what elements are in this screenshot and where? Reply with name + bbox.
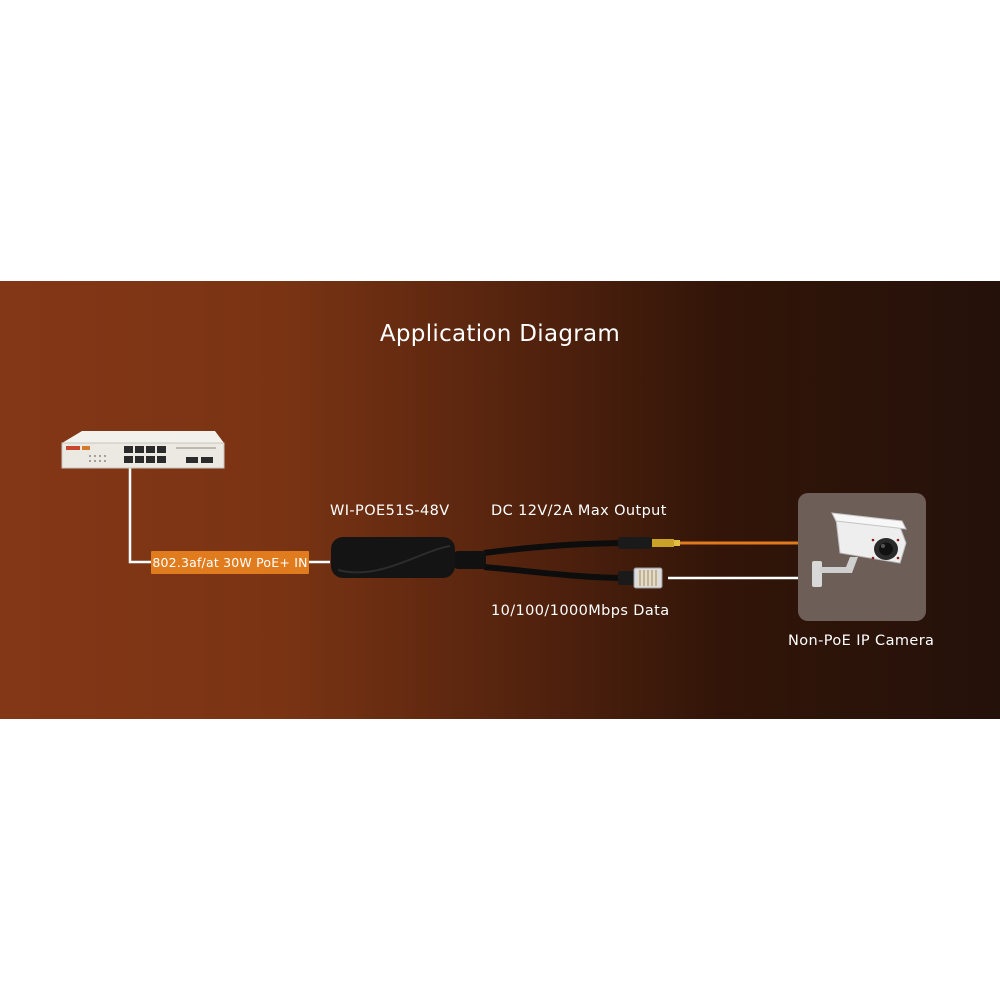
splitter-model-label: WI-POE51S-48V bbox=[330, 503, 450, 519]
switch-icon bbox=[61, 431, 225, 469]
application-diagram-panel: Application Diagram 802.3af/at bbox=[0, 281, 1000, 719]
data-label: 10/100/1000Mbps Data bbox=[491, 603, 670, 619]
dc-plug-icon bbox=[618, 537, 680, 549]
rj45-plug-icon bbox=[618, 567, 663, 589]
poe-splitter-icon bbox=[331, 537, 631, 581]
camera-label: Non-PoE IP Camera bbox=[788, 633, 935, 649]
switch-to-splitter-line bbox=[128, 467, 151, 564]
connection-lines bbox=[128, 467, 798, 580]
dc-output-label: DC 12V/2A Max Output bbox=[491, 503, 667, 519]
ip-camera-icon bbox=[812, 512, 907, 587]
poe-input-badge: 802.3af/at 30W PoE+ IN bbox=[151, 551, 309, 574]
diagram-title: Application Diagram bbox=[379, 321, 621, 347]
